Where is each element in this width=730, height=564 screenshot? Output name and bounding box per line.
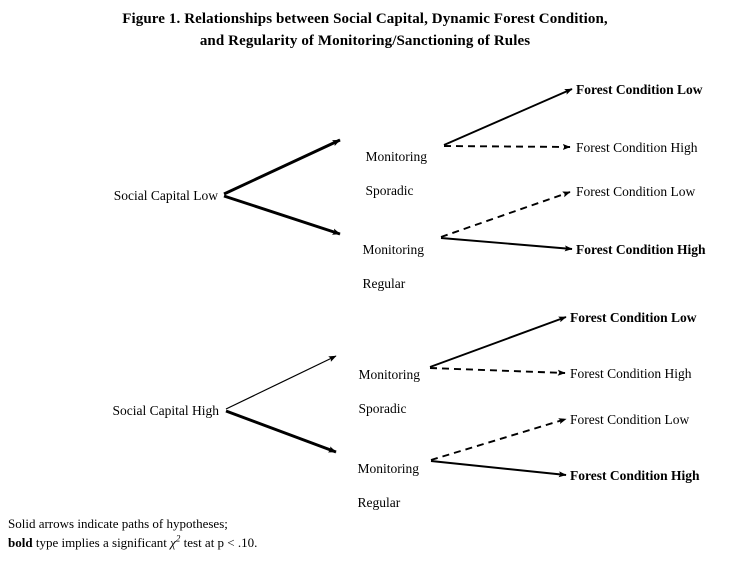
figure-title: Figure 1. Relationships between Social C… [0,8,730,52]
legend-tail-text: test at p < .10. [180,535,258,550]
monitoring-regular-top-line-2: Regular [362,276,406,291]
outcome-label-5: Forest Condition Low [570,310,697,325]
edge-regular-to-outcome-4 [440,237,573,252]
edge-sporadic2-to-outcome-5 [429,316,567,368]
node-social-capital-high: Social Capital High [112,403,219,418]
outcome-label-6: Forest Condition High [570,366,692,381]
edge-regular-to-outcome-3 [440,191,571,238]
node-monitoring-regular-bottom: Monitoring Regular [344,443,436,528]
chi-glyph: χ [170,535,176,550]
edge-sclow-to-sporadic [223,138,341,196]
edge-regular2-to-outcome-8 [430,460,567,478]
edge-sclow-to-regular [223,194,341,236]
edge-schigh-to-regular [225,409,337,454]
legend-bold-word: bold [8,535,33,550]
chi-exponent: 2 [175,533,181,544]
edge-sporadic-to-outcome-2 [443,143,571,150]
legend-line-1: Solid arrows indicate paths of hypothese… [8,516,228,531]
outcome-label-3: Forest Condition Low [576,184,696,199]
edge-schigh-to-sporadic [225,355,337,410]
figure-title-line-1: Figure 1. Relationships between Social C… [122,11,608,27]
monitoring-regular-top-line-1: Monitoring [362,242,425,257]
edge-sporadic-to-outcome-1 [443,88,573,146]
edge-sporadic2-to-outcome-6 [429,367,566,376]
monitoring-sporadic-bottom-line-2: Sporadic [358,401,407,416]
outcome-label-2: Forest Condition High [576,140,698,155]
figure-legend: Solid arrows indicate paths of hypothese… [8,514,257,552]
monitoring-regular-bottom-line-2: Regular [357,495,401,510]
legend-mid-text: type implies a significant [32,535,171,550]
node-social-capital-low: Social Capital Low [113,188,218,203]
chi-squared-symbol: χ2 [170,533,181,550]
outcome-label-8: Forest Condition High [570,468,700,483]
figure-title-line-2: and Regularity of Monitoring/Sanctioning… [199,33,531,49]
outcome-label-7: Forest Condition Low [570,412,690,427]
outcome-label-4: Forest Condition High [576,242,706,257]
legend-line-2: bold type implies a significant χ2 test … [8,533,257,552]
node-monitoring-regular-top: Monitoring Regular [349,224,441,309]
monitoring-sporadic-top-line-1: Monitoring [365,149,428,164]
outcome-label-1: Forest Condition Low [576,82,703,97]
node-monitoring-sporadic-top: Monitoring Sporadic [352,131,444,216]
edge-regular2-to-outcome-7 [430,418,567,461]
monitoring-sporadic-top-line-2: Sporadic [365,183,414,198]
monitoring-regular-bottom-line-1: Monitoring [357,461,420,476]
node-monitoring-sporadic-bottom: Monitoring Sporadic [345,349,437,434]
monitoring-sporadic-bottom-line-1: Monitoring [358,367,421,382]
